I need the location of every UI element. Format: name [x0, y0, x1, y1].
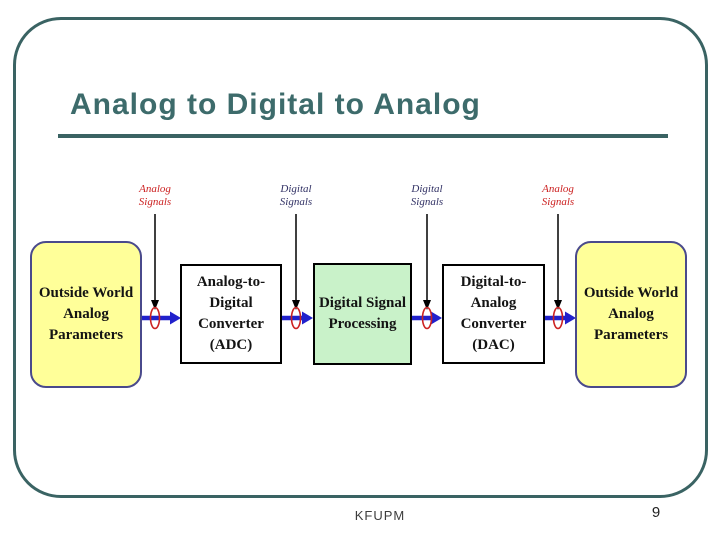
block-label-line: Analog Parameters	[48, 306, 124, 343]
block-dac: Digital-to-Analog Converter (DAC)	[442, 264, 545, 364]
signal-label-line: Analog	[139, 183, 171, 195]
signal-label-line: Signals	[410, 196, 444, 208]
signal-label-digital-adc: Digital Signals	[264, 183, 328, 209]
signal-label-line: Signals	[138, 196, 172, 208]
signal-label-digital-dac: Digital Signals	[395, 183, 459, 209]
block-label-line: Digital Signal	[318, 295, 407, 311]
block-label-line: Analog-to-Digital	[196, 274, 266, 311]
block-label-line: Processing	[328, 316, 397, 332]
block-label-line: Converter (ADC)	[198, 316, 264, 353]
block-label-line: Outside World	[583, 285, 679, 301]
block-dsp: Digital Signal Processing	[313, 263, 412, 365]
signal-label-line: Signals	[541, 196, 575, 208]
signal-label-line: Analog	[542, 183, 574, 195]
block-label-line: Outside World	[38, 285, 134, 301]
slide-title: Analog to Digital to Analog	[70, 88, 481, 121]
block-adc: Analog-to-Digital Converter (ADC)	[180, 264, 282, 364]
page-number: 9	[651, 504, 661, 521]
slide-border-frame	[13, 17, 708, 498]
block-outside-world-output: Outside World Analog Parameters	[575, 241, 687, 388]
block-outside-world-input: Outside World Analog Parameters	[30, 241, 142, 388]
block-label-line: Converter (DAC)	[460, 316, 527, 353]
signal-label-line: Signals	[279, 196, 313, 208]
signal-label-analog-out: Analog Signals	[526, 183, 590, 209]
signal-label-line: Digital	[411, 183, 443, 195]
title-underline	[58, 134, 668, 138]
block-label-line: Analog Parameters	[593, 306, 669, 343]
signal-label-analog-in: Analog Signals	[123, 183, 187, 209]
block-label-line: Digital-to-Analog	[460, 274, 527, 311]
signal-label-line: Digital	[280, 183, 312, 195]
footer-text: KFUPM	[354, 508, 406, 523]
